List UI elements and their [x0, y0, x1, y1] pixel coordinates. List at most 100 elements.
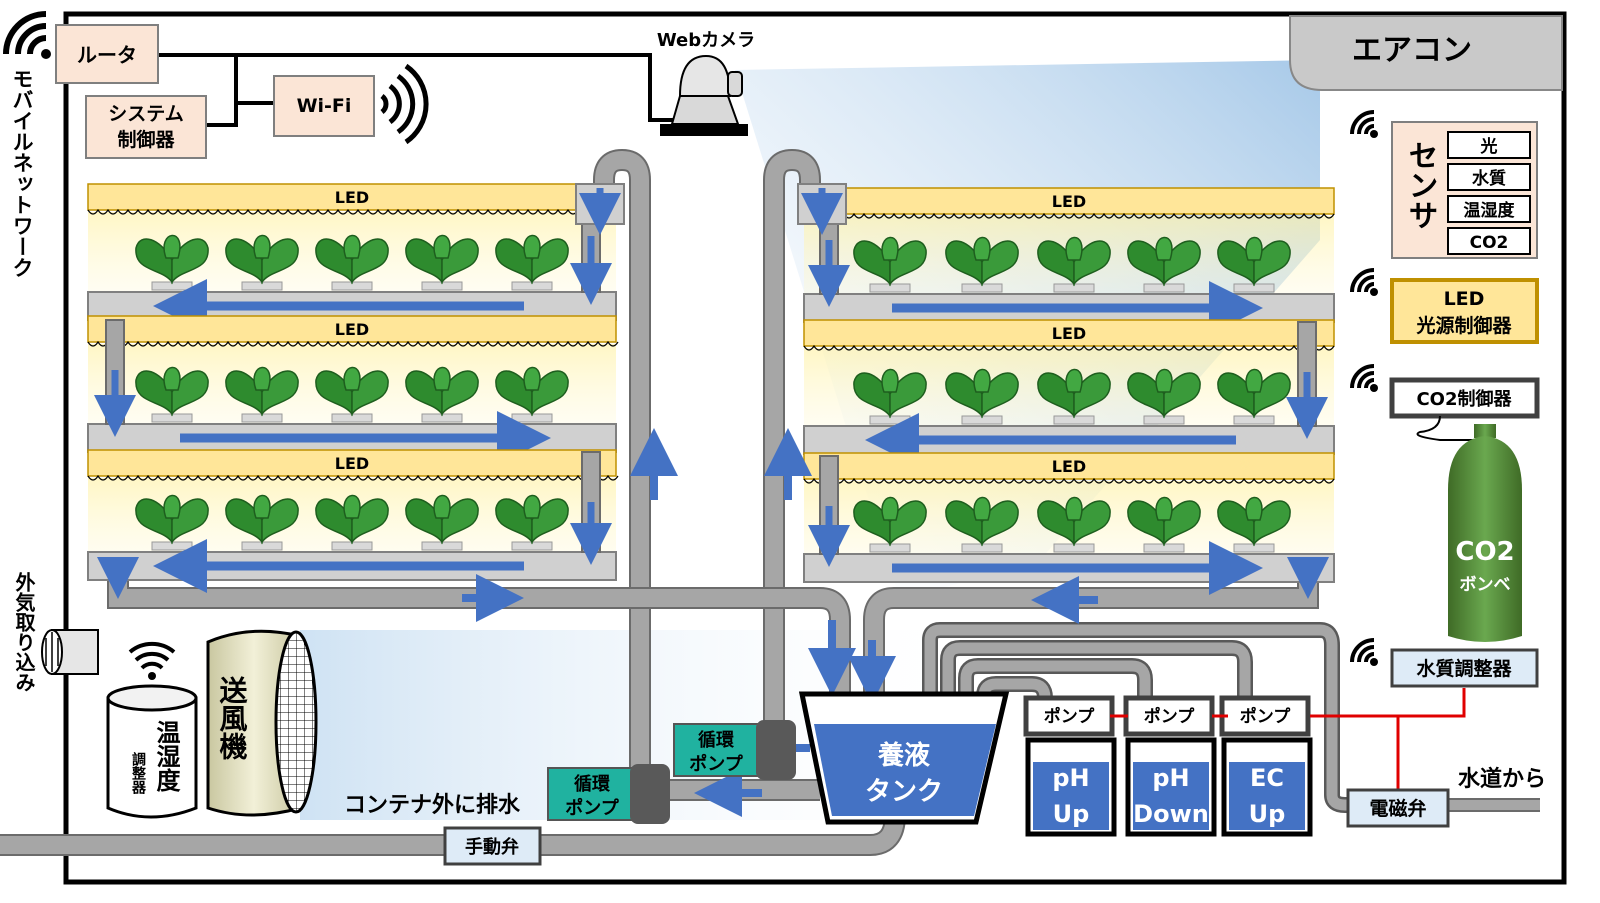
drain-label: コンテナ外に排水: [344, 792, 521, 818]
co2-controller-label: CO2制御器: [1416, 388, 1512, 410]
webcam-label: Webカメラ: [657, 30, 755, 51]
led-label: LED: [1052, 457, 1086, 476]
dosing-pipes: [922, 622, 1400, 813]
plant-icon: [405, 234, 479, 291]
plant-icon: [405, 494, 479, 551]
wifi-label: Wi-Fi: [297, 95, 352, 117]
plant-icon: [1217, 368, 1291, 425]
system-controller-line1: システム: [108, 103, 183, 125]
blower-fan: 送風機: [206, 629, 318, 817]
humidity-ctrl-main: 温湿度: [152, 720, 180, 793]
riser-pipes: [593, 148, 821, 811]
plant-icon: [1127, 236, 1201, 293]
webcam-icon: [660, 54, 748, 136]
router-label: ルータ: [77, 43, 137, 67]
led-label: LED: [335, 454, 369, 473]
bottle-line1: pH: [1152, 764, 1189, 792]
plant-icon: [315, 234, 389, 291]
led-label: LED: [1052, 192, 1086, 211]
plant-icon: [1127, 496, 1201, 553]
wifi-icon: [1350, 364, 1378, 392]
circ-pump-1-line1: 循環: [574, 773, 611, 795]
plant-icon: [135, 234, 209, 291]
co2-tank-line1: CO2: [1455, 537, 1514, 567]
co2-cylinder: CO2 ボンベ: [1448, 424, 1522, 642]
wifi-icon: [1350, 268, 1378, 296]
plant-icon: [945, 236, 1019, 293]
plant-icon: [225, 234, 299, 291]
plant-icon: [853, 496, 927, 553]
wifi-icon: [1350, 110, 1378, 138]
circulation-pump-2: 循環 ポンプ: [673, 720, 796, 780]
system-controller-box: システム 制御器: [85, 95, 207, 159]
humidity-controller: 温湿度 調整器: [106, 684, 198, 819]
sensor-items: 光 水質 温湿度 CO2: [1447, 131, 1531, 255]
co2-controller: CO2制御器: [1389, 377, 1540, 419]
dosing-unit-3: EC Up ポンプ: [1219, 695, 1313, 837]
led-label: LED: [335, 188, 369, 207]
plant-icon: [225, 494, 299, 551]
plant-icon: [945, 368, 1019, 425]
wifi-icon: [1350, 638, 1378, 666]
outside-air-label: 外気取り込み: [12, 571, 36, 692]
pump-label: ポンプ: [1240, 706, 1291, 727]
circ-pump-2-line2: ポンプ: [689, 753, 743, 775]
plant-icon: [1037, 236, 1111, 293]
router-box: ルータ: [55, 24, 159, 84]
plant-icon: [495, 234, 569, 291]
solenoid-valve[interactable]: 電磁弁: [1346, 788, 1450, 828]
fan-label: 送風機: [216, 676, 249, 760]
nutrient-tank: 養液 タンク: [798, 691, 1010, 825]
manual-valve[interactable]: 手動弁: [443, 826, 542, 866]
plant-icon: [853, 236, 927, 293]
plant-icon: [1127, 368, 1201, 425]
mobile-network-label: モバイルネットワーク: [10, 68, 34, 278]
bottle-line1: EC: [1250, 764, 1284, 792]
led-label: LED: [1052, 324, 1086, 343]
bottle-line2: Up: [1249, 800, 1286, 828]
air-conditioner: エアコン: [1289, 15, 1563, 91]
controller-wifi-icons: [1350, 110, 1378, 666]
air-intake-vent: [41, 629, 99, 675]
dosing-pump-2[interactable]: ポンプ: [1123, 695, 1215, 737]
co2-tank-line2: ボンベ: [1460, 575, 1511, 595]
manual-valve-label: 手動弁: [465, 836, 519, 858]
plant-icon: [315, 494, 389, 551]
plant-icon: [315, 366, 389, 423]
dosing-pump-1[interactable]: ポンプ: [1023, 695, 1115, 737]
dosing-pump-3[interactable]: ポンプ: [1219, 695, 1311, 737]
bottle-line2: Down: [1133, 800, 1209, 828]
wifi-box: Wi-Fi: [273, 75, 375, 137]
sensor-title: センサ: [1403, 140, 1438, 230]
humidity-wifi-icon: [128, 641, 176, 680]
circulation-pump-1: 循環 ポンプ: [547, 764, 670, 824]
sensor-item-co2: CO2: [1470, 233, 1509, 253]
bottle-line2: Up: [1053, 800, 1090, 828]
plant-icon: [1037, 368, 1111, 425]
system-controller-line2: 制御器: [117, 128, 175, 151]
mobile-signal-icon: [3, 11, 51, 59]
dosing-unit-1: pH Up ポンプ: [1023, 695, 1117, 837]
pump-label: ポンプ: [1144, 706, 1195, 727]
right-rack: LED LED LED: [797, 183, 1335, 599]
plant-icon: [495, 494, 569, 551]
sensor-panel: センサ 光 水質 温湿度 CO2: [1391, 121, 1538, 259]
led-controller: LED 光源制御器: [1390, 278, 1539, 344]
nutrient-tank-line1: 養液: [877, 741, 930, 771]
aircon-label: エアコン: [1352, 33, 1472, 68]
return-pipes: [0, 580, 1319, 856]
water-inlet-label: 水道から: [1458, 766, 1546, 792]
humidity-ctrl-sub: 調整器: [130, 751, 147, 795]
water-quality-adjuster: 水質調整器: [1390, 648, 1539, 688]
sensor-item-water: 水質: [1472, 168, 1506, 189]
pump-label: ポンプ: [1044, 706, 1095, 727]
valve-label: 電磁弁: [1369, 797, 1426, 820]
dosing-unit-2: pH Down ポンプ: [1123, 695, 1217, 837]
plant-icon: [945, 496, 1019, 553]
circ-pump-2-line1: 循環: [698, 729, 735, 751]
wifi-broadcast-icon: [380, 63, 429, 145]
bottle-line1: pH: [1052, 764, 1089, 792]
dosing-units: pH Up ポンプ pH Down ポンプ EC Up ポンプ: [1023, 695, 1313, 837]
plant-icon: [135, 366, 209, 423]
circ-pump-1-line2: ポンプ: [565, 797, 619, 819]
